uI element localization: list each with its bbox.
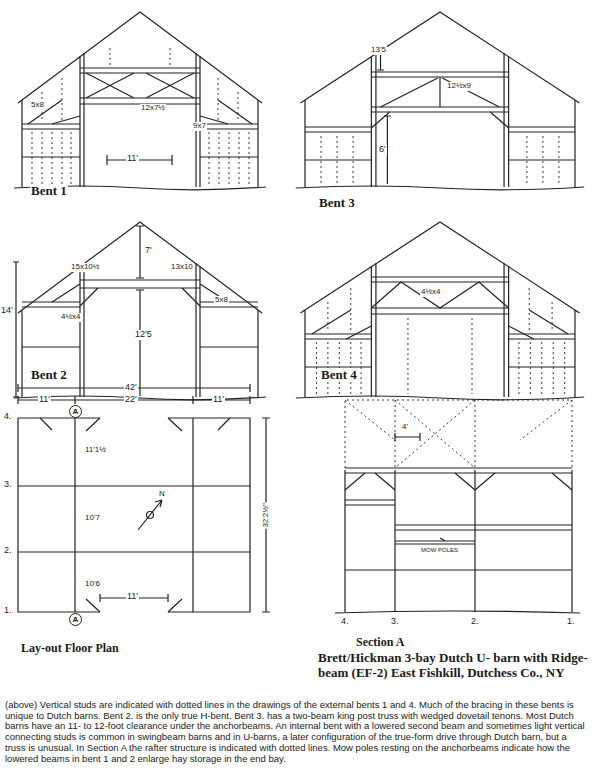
dimension-label: 13'5 [370,46,387,55]
section-title: Section A [355,636,405,649]
dimension-label: 11' [212,395,225,405]
dimension-label: 9x7 [192,122,207,131]
dimension-label: 4½x4 [60,313,82,322]
row-number: 3. [3,480,13,490]
dimension-label: 13x10 [170,263,194,272]
dimension-label: 5x8 [214,296,229,305]
bent-4-frame [296,222,584,400]
dimension-label: 22' [124,395,138,405]
dimension-label: 4' [401,423,409,432]
dimension-label: 12x7½ [140,104,166,113]
dimension-label: 6' [378,145,387,155]
dimension-label: 10'6 [84,580,101,589]
dimension-label: 14' [0,306,14,316]
section-a [335,400,580,613]
dimension-label: 11' [126,154,139,164]
dimension-label: 11' [126,592,139,602]
dimension-label: 7' [144,246,153,256]
dimension-label: 5x8 [30,101,45,110]
dimension-label: 12'5 [134,330,153,340]
dimension-label: 42' [124,383,138,393]
plan-title: Lay-out Floor Plan [20,642,120,655]
bent-number: 4. [340,617,350,627]
bent-title: Bent 4 [320,368,358,382]
bent-title: Bent 1 [30,184,68,198]
dimension-label: 11' [38,395,51,405]
row-number: 1. [3,606,13,616]
dimension-label: 12½x9 [446,82,472,91]
dimension-label: 15x10½ [70,263,100,272]
row-number: 2. [3,546,13,556]
row-number: 4. [3,412,13,422]
callout-label: MOW POLES [420,547,459,554]
bent-number: 3. [390,617,400,627]
bent-2-frame [13,222,266,400]
dimension-label: 11'1½ [84,446,107,455]
dimension-label: 32'2½" [262,502,271,528]
bent-3-frame [296,12,584,190]
dimension-label: 10'7 [84,514,101,523]
bent-number: 2. [470,617,480,627]
caption-text: (above) Vertical studs are indicated wit… [5,700,588,764]
bent-title: Bent 3 [318,196,356,210]
circle-letter: A [73,407,79,416]
grid-circle: A [69,613,82,626]
grid-circle: A [69,405,82,418]
bent-number: 1. [566,617,576,627]
compass-label: N [158,490,166,499]
bent-1-frame [14,12,266,190]
floor-plan [18,384,270,612]
circle-letter: A [73,615,79,624]
dimension-label: 4½x4 [420,288,442,297]
diagram-title: Brett/Hickman 3-bay Dutch U- barn with R… [318,650,588,680]
bent-title: Bent 2 [30,368,68,382]
